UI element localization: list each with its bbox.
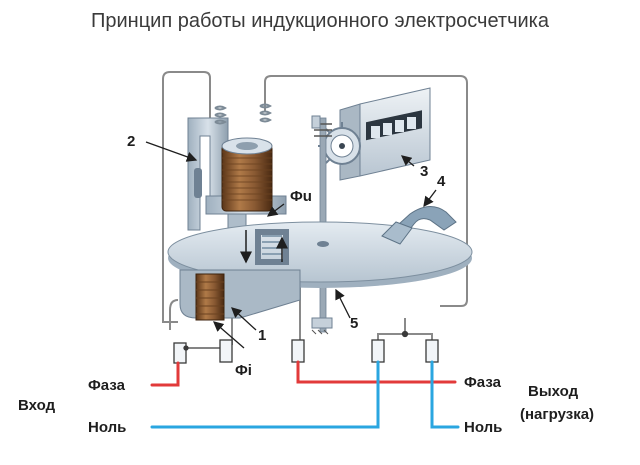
terminal-blocks <box>173 330 439 364</box>
input-phase-wire <box>150 361 180 387</box>
terminal-output-phase <box>291 339 305 363</box>
terminal-output-neutral-b <box>425 339 439 363</box>
output-neutral-label: Ноль <box>464 419 502 436</box>
current-coil-core <box>179 229 301 321</box>
counter-register <box>318 87 431 181</box>
label-4: 4 <box>437 173 446 190</box>
label-phi-u: Фu <box>290 188 312 205</box>
terminal-output-neutral-a <box>371 339 385 363</box>
output-phase-wire <box>296 360 457 384</box>
brake-magnet <box>381 206 457 245</box>
terminal-current-coil <box>219 339 233 363</box>
input-title: Вход <box>18 397 56 414</box>
terminal-input-phase <box>173 342 187 364</box>
output-title: Выход <box>528 383 579 400</box>
input-neutral-wire <box>150 360 380 429</box>
label-5: 5 <box>350 315 358 332</box>
output-subtitle: (нагрузка) <box>520 406 594 423</box>
diagram-title: Принцип работы индукционного электросчет… <box>91 10 549 32</box>
label-2: 2 <box>127 133 135 150</box>
label-phi-i: Фi <box>235 362 252 379</box>
input-phase-label: Фаза <box>88 377 126 394</box>
output-phase-label: Фаза <box>464 374 502 391</box>
input-neutral-label: Ноль <box>88 419 126 436</box>
voltage-coil <box>214 103 273 212</box>
leader-lines <box>145 141 437 349</box>
flux-arrows <box>240 230 288 264</box>
output-neutral-wire <box>430 360 460 429</box>
label-1: 1 <box>258 327 266 344</box>
external-wires <box>150 360 460 429</box>
label-3: 3 <box>420 163 428 180</box>
